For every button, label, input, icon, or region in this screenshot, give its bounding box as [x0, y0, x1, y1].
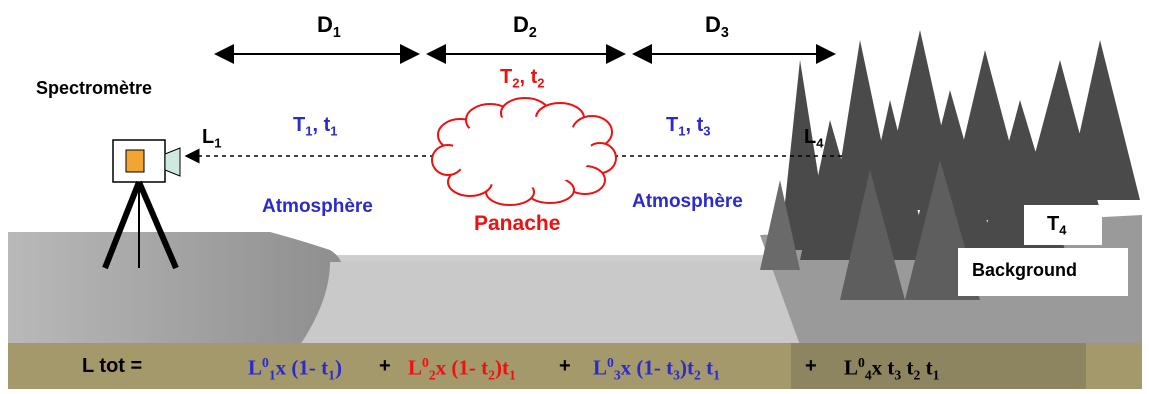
label-atmosphere-left: Atmosphère [262, 196, 373, 217]
formula-shade [791, 343, 1086, 389]
label-t1-t3: T1, t3 [666, 114, 711, 139]
spectrometer-lens [164, 147, 181, 177]
formula-term-4: L04x t3 t2 t1 [844, 355, 940, 383]
spectrometer-device [102, 139, 181, 270]
tripod-left-leg [102, 180, 142, 270]
spectrometer-sensor [125, 149, 145, 173]
label-l4: L4 [804, 126, 824, 151]
formula-bar: L tot = L01x (1- t1) + L02x (1- t2)t1 + … [8, 343, 1142, 389]
label-t4: T4 [1047, 213, 1067, 238]
formula-plus-1: + [379, 355, 391, 377]
background-box [958, 248, 1128, 296]
label-panache: Panache [474, 212, 561, 235]
formula-term-1: L01x (1- t1) [248, 355, 342, 383]
plume-cloud [431, 97, 617, 206]
formula-lhs: L tot = [82, 355, 143, 377]
label-l1: L1 [202, 126, 222, 151]
left-shore [8, 232, 344, 345]
label-atmosphere-right: Atmosphère [632, 191, 743, 212]
label-t1-t1: T1, t1 [293, 114, 338, 139]
formula-term-2: L02x (1- t2)t1 [408, 355, 516, 383]
t4-box [1024, 205, 1102, 245]
label-d2: D2 [513, 12, 537, 41]
formula-plus-3: + [805, 355, 817, 377]
formula-plus-2: + [559, 355, 571, 377]
formula-term-3: L03x (1- t3)t2 t1 [593, 355, 720, 383]
label-d3: D3 [705, 12, 729, 41]
label-spectrometer: Spectromètre [36, 78, 153, 98]
label-t2: T2, t2 [500, 66, 545, 91]
label-background: Background [972, 260, 1078, 280]
water [300, 262, 800, 345]
tripod-right-leg [136, 180, 179, 270]
label-d1: D1 [317, 12, 341, 41]
